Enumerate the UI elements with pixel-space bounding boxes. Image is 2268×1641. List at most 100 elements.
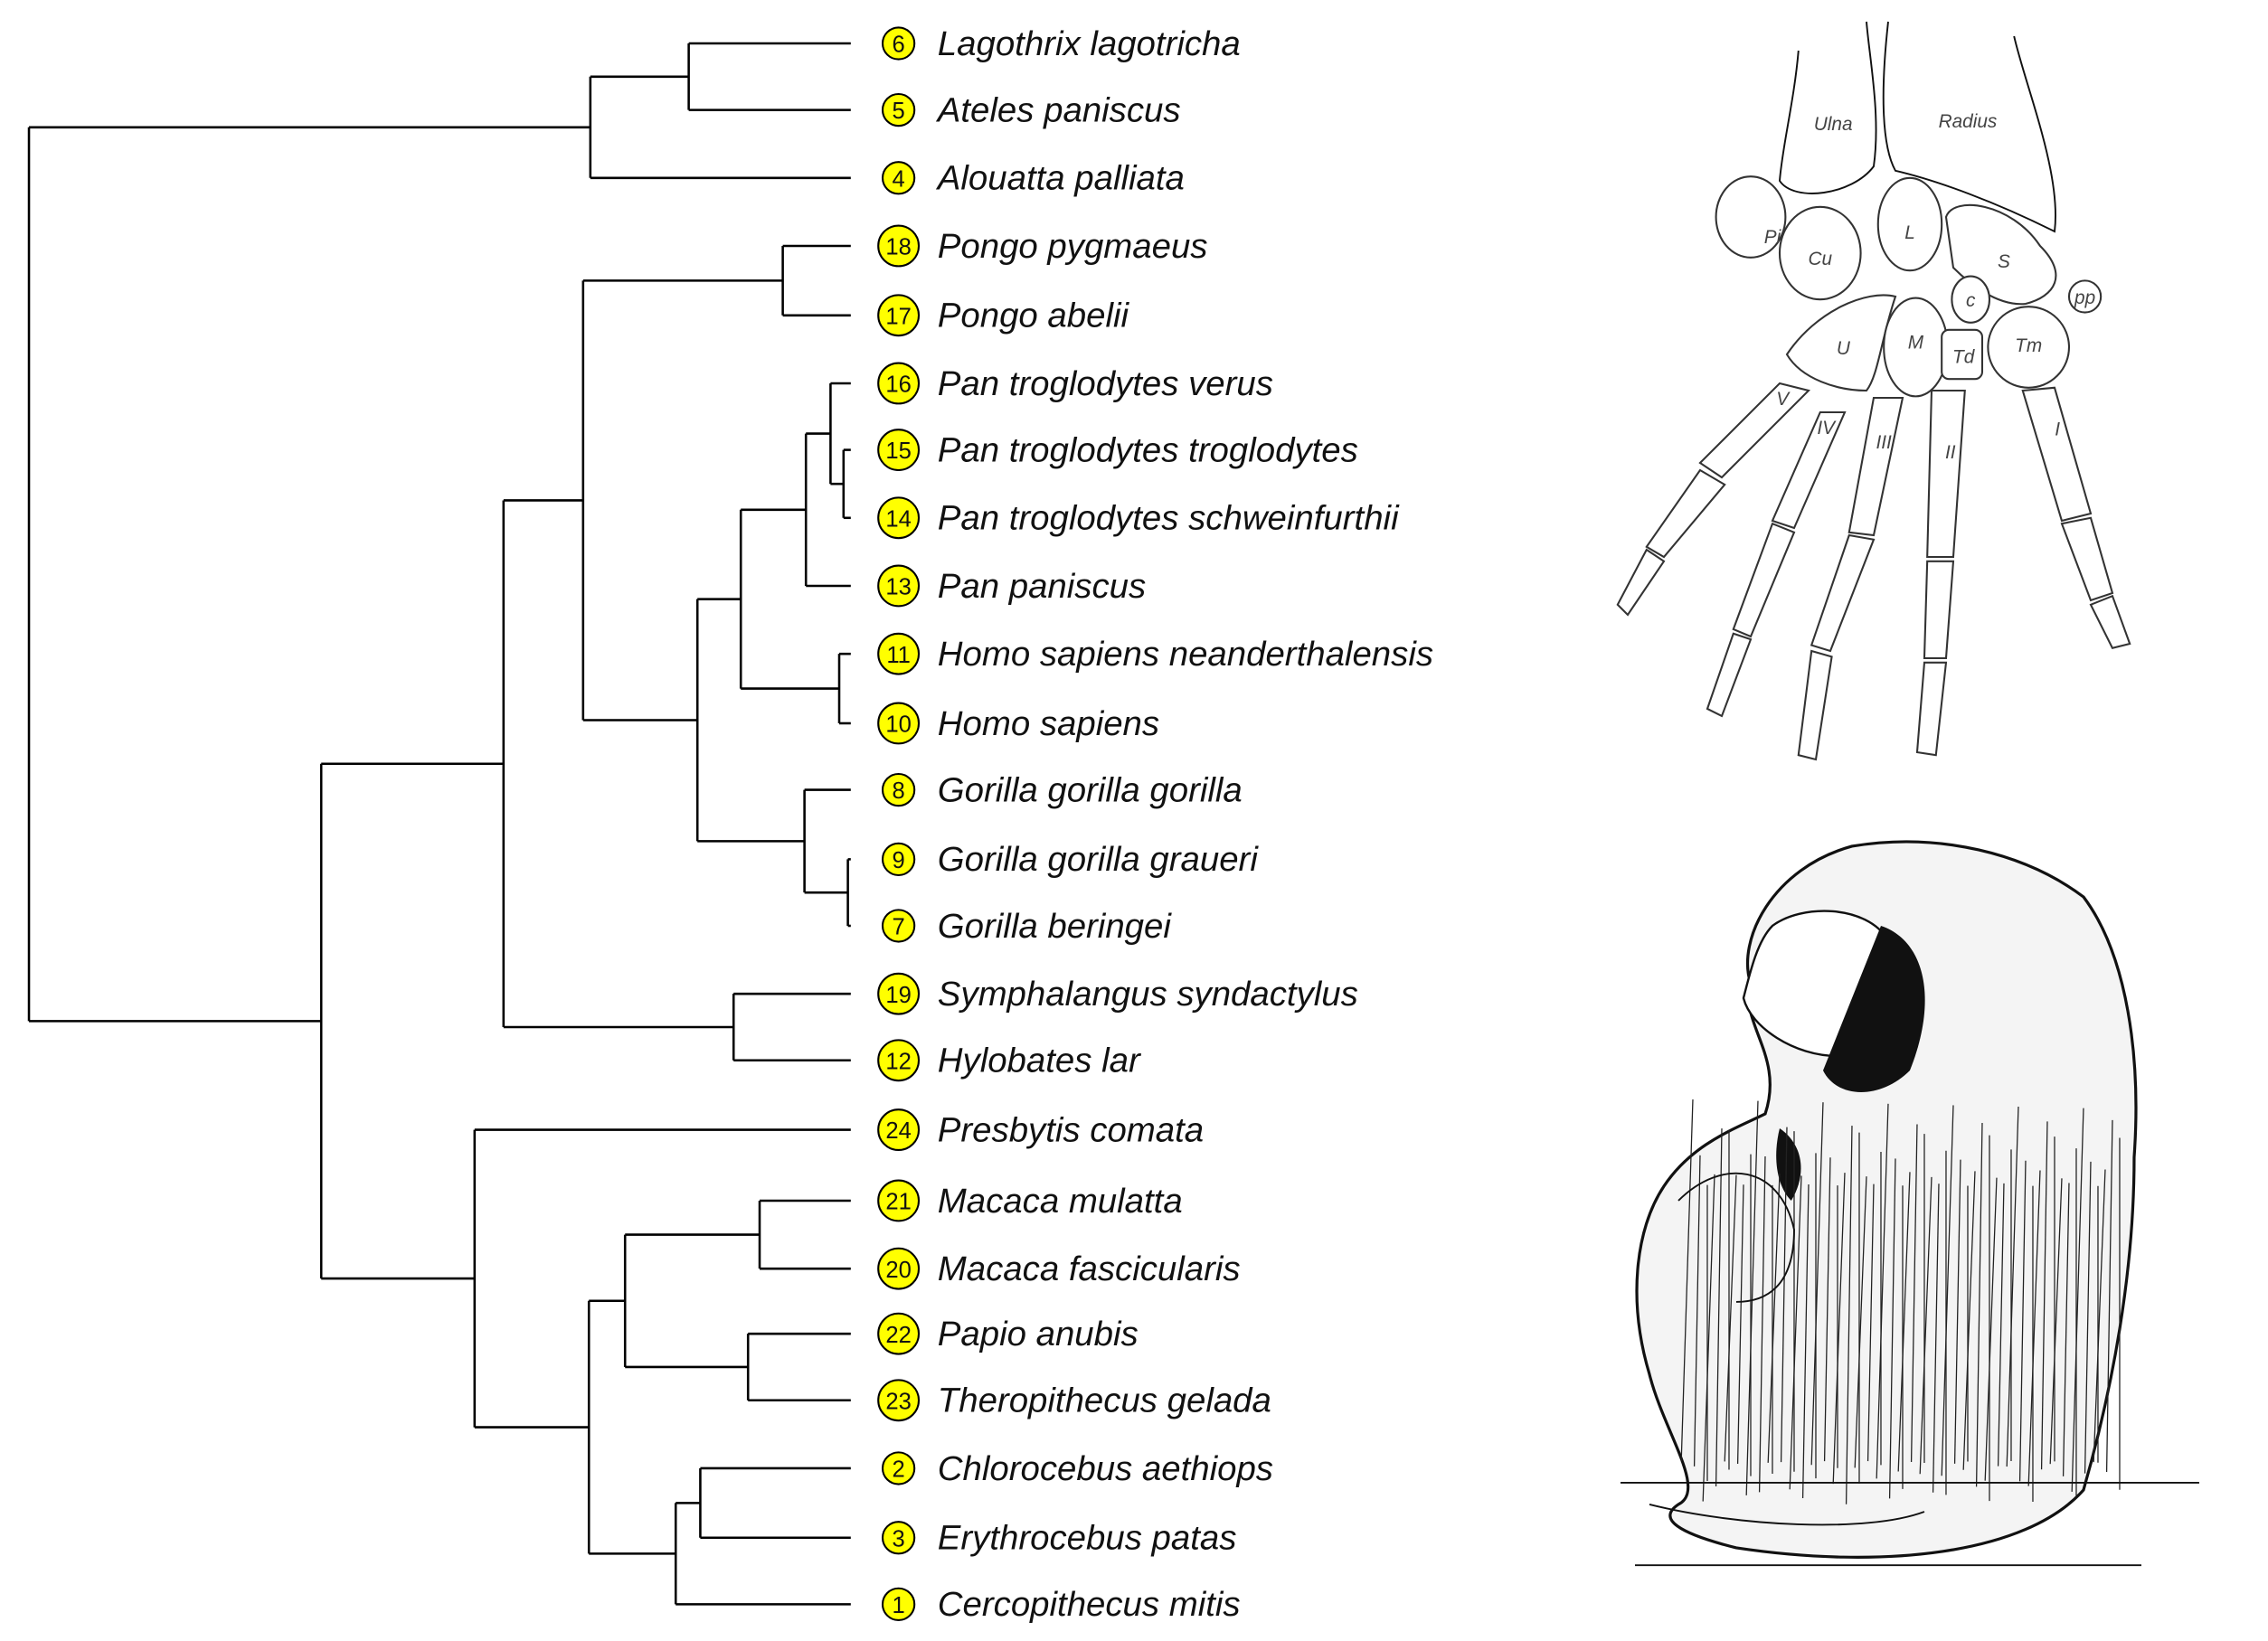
bone-label: Radius	[1939, 111, 1998, 132]
hatch-stroke	[1702, 1174, 1715, 1502]
bone-label: I	[2055, 420, 2060, 440]
hatch-stroke	[1736, 1184, 1744, 1465]
species-name: Pan troglodytes schweinfurthii	[938, 499, 1400, 538]
leaf-number: 3	[892, 1526, 904, 1551]
tree-leaf: 24 Presbytis comata	[877, 1108, 1204, 1152]
leaf-marker-icon	[877, 429, 921, 472]
species-name: Cercopithecus mitis	[938, 1585, 1241, 1624]
hatch-stroke	[1758, 1156, 1766, 1493]
bone-label: V	[1776, 389, 1791, 410]
hatch-stroke	[1866, 1184, 1875, 1462]
species-name: Pan troglodytes verus	[938, 364, 1273, 403]
species-name: Chlorocebus aethiops	[938, 1449, 1273, 1488]
hatch-stroke	[2084, 1161, 2092, 1474]
phylogenetic-tree	[27, 42, 851, 1606]
hatch-stroke	[1997, 1183, 2005, 1467]
hatch-stroke	[1876, 1103, 1889, 1479]
leaf-marker-icon	[877, 1379, 921, 1422]
leaf-marker-icon	[881, 161, 916, 195]
hatch-stroke	[1801, 1184, 1810, 1498]
leaf-number: 1	[892, 1593, 904, 1618]
bone-label: c	[1966, 290, 1976, 311]
hatch-stroke	[1715, 1128, 1723, 1486]
hatch-stroke	[2062, 1183, 2070, 1476]
leaf-number: 22	[885, 1323, 911, 1348]
species-name: Papio anubis	[938, 1315, 1139, 1353]
hatch-stroke	[1932, 1184, 1940, 1493]
leaf-marker-icon	[877, 702, 921, 745]
hatch-stroke	[1832, 1173, 1846, 1485]
leaf-marker-icon	[881, 26, 916, 61]
leaf-marker-icon	[877, 1247, 921, 1290]
leaf-marker-icon	[881, 1521, 916, 1555]
bone-label: M	[1908, 333, 1924, 354]
leaf-marker-icon	[881, 842, 916, 877]
hatch-stroke	[2018, 1160, 2027, 1482]
hatch-stroke	[2027, 1170, 2041, 1486]
leaf-marker-icon	[877, 1108, 921, 1152]
leaf-number: 13	[885, 575, 911, 600]
tree-leaf: 1 Cercopithecus mitis	[881, 1585, 1241, 1624]
species-name: Hylobates lar	[938, 1042, 1142, 1080]
bone-label: Tm	[2015, 335, 2042, 356]
leaf-number: 24	[885, 1118, 911, 1144]
hatch-stroke	[1941, 1105, 1954, 1476]
hatch-stroke	[1693, 1155, 1701, 1467]
bone-label: Ulna	[1814, 114, 1853, 135]
species-name: Pongo pygmaeus	[938, 227, 1208, 266]
hatch-stroke	[2093, 1169, 2106, 1463]
leaf-number: 5	[892, 99, 904, 124]
leaf-number: 2	[892, 1457, 904, 1483]
hatch-stroke	[1888, 1158, 1896, 1499]
species-name: Gorilla beringei	[938, 907, 1173, 946]
leaf-marker-icon	[877, 362, 921, 405]
hatch-stroke	[1845, 1126, 1853, 1504]
leaf-marker-icon	[877, 972, 921, 1015]
species-name: Homo sapiens	[938, 704, 1159, 743]
hatch-stroke	[1919, 1176, 1933, 1475]
species-name: Lagothrix lagotricha	[938, 24, 1241, 63]
species-name: Macaca mulatta	[938, 1182, 1183, 1221]
leaf-number: 15	[885, 439, 911, 464]
bone-label: S	[1998, 251, 2010, 272]
leaf-number: 12	[885, 1049, 911, 1074]
leaf-marker-icon	[877, 496, 921, 540]
tree-leaf: 7 Gorilla beringei	[881, 907, 1173, 946]
leaf-marker-icon	[881, 909, 916, 943]
leaf-marker-icon	[881, 1451, 916, 1485]
hatch-stroke	[1962, 1171, 1976, 1470]
leaf-marker-icon	[877, 632, 921, 675]
leaf-marker-icon	[881, 1587, 916, 1622]
leaf-marker-icon	[877, 294, 921, 337]
leaf-number: 11	[886, 643, 911, 668]
hatch-stroke	[1823, 1157, 1831, 1462]
hatch-stroke	[1780, 1127, 1788, 1463]
leaf-marker-icon	[877, 224, 921, 268]
tree-leaf: 2 Chlorocebus aethiops	[881, 1449, 1273, 1488]
bone-label: IV	[1817, 418, 1837, 439]
bone-label: pp	[2074, 288, 2095, 308]
species-name: Presbytis comata	[938, 1110, 1204, 1149]
leaf-number: 4	[892, 166, 904, 192]
leaf-number: 20	[885, 1258, 911, 1283]
hatch-stroke	[1910, 1124, 1918, 1463]
hatch-stroke	[2071, 1108, 2084, 1492]
leaf-number: 17	[885, 304, 911, 329]
leaf-number: 7	[892, 915, 904, 940]
leaf-marker-icon	[877, 564, 921, 608]
species-name: Pongo abelii	[938, 297, 1130, 335]
hatch-stroke	[1810, 1102, 1824, 1466]
species-name: Gorilla gorilla gorilla	[938, 770, 1243, 809]
